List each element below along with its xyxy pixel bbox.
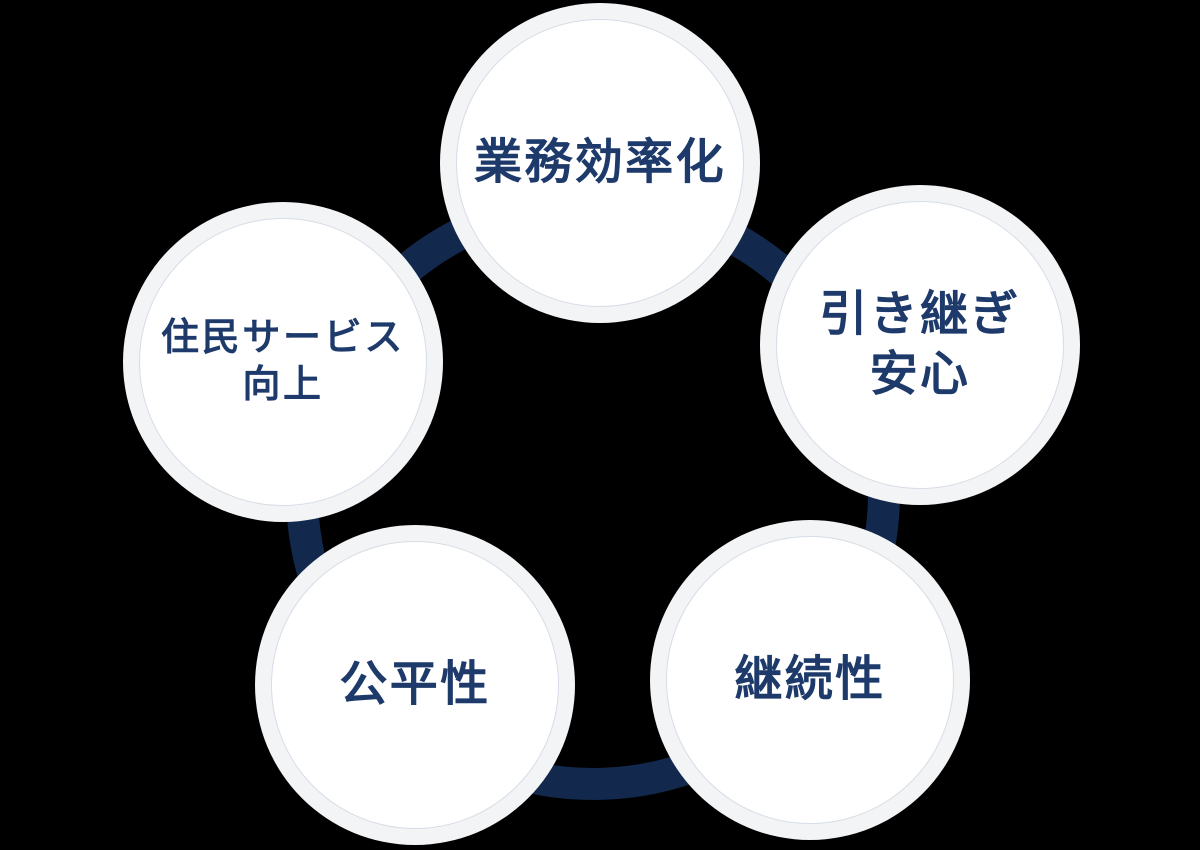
- node-label: 公平性: [339, 658, 491, 711]
- node-continuity: 継続性: [650, 520, 970, 840]
- node-label: 継続性: [734, 653, 886, 706]
- node-operational-efficiency: 業務効率化: [440, 3, 760, 323]
- node-fairness: 公平性: [255, 525, 575, 845]
- node-label: 引き継ぎ 安心: [819, 288, 1021, 401]
- node-handover-assurance: 引き継ぎ 安心: [760, 185, 1080, 505]
- node-resident-service: 住民サービス 向上: [123, 202, 443, 522]
- node-label: 業務効率化: [473, 136, 726, 189]
- node-label: 住民サービス 向上: [161, 316, 405, 407]
